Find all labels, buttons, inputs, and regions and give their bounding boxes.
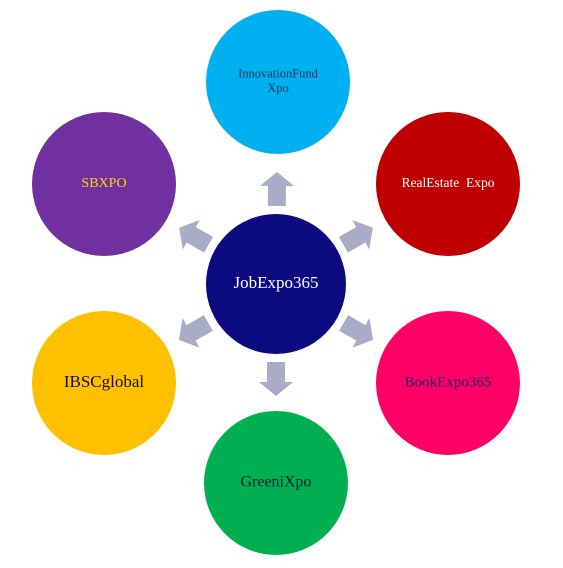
node-sbxpo: SBXPO xyxy=(32,112,176,256)
node-circle xyxy=(32,112,176,256)
node-realestate: RealEstate Expo xyxy=(376,112,520,256)
arrow-ibscglobal xyxy=(178,315,213,348)
arrow-realestate xyxy=(338,220,373,253)
node-circle xyxy=(32,311,176,455)
arrow-shape xyxy=(259,362,293,396)
center-circle xyxy=(206,214,346,354)
center-label: JobExpo365 xyxy=(234,273,319,292)
node-label: IBSCglobal xyxy=(64,372,145,391)
arrow-shape xyxy=(338,220,373,253)
node-label: Xpo xyxy=(267,81,289,95)
arrow-greenixpo xyxy=(259,362,293,396)
node-label: GreeniXpo xyxy=(240,474,311,491)
arrow-shape xyxy=(339,315,374,348)
center-node: JobExpo365 xyxy=(206,214,346,354)
node-label: BookExpo365 xyxy=(405,374,492,390)
arrow-sbxpo xyxy=(179,220,214,253)
node-circle xyxy=(376,112,520,256)
arrow-shape xyxy=(178,315,213,348)
node-bookexpo: BookExpo365 xyxy=(376,311,520,455)
arrow-bookexpo xyxy=(339,315,374,348)
arrow-innovationfund xyxy=(259,172,294,207)
node-circle xyxy=(204,411,348,555)
node-greenixpo: GreeniXpo xyxy=(204,411,348,555)
node-label: SBXPO xyxy=(81,176,126,191)
arrows-layer xyxy=(178,172,374,396)
node-label: InnovationFund xyxy=(238,67,319,81)
arrow-shape xyxy=(259,172,294,207)
node-ibscglobal: IBSCglobal xyxy=(32,311,176,455)
node-label: RealEstate Expo xyxy=(402,175,495,190)
arrow-shape xyxy=(179,220,214,253)
node-circle xyxy=(376,311,520,455)
node-circle xyxy=(206,10,350,154)
